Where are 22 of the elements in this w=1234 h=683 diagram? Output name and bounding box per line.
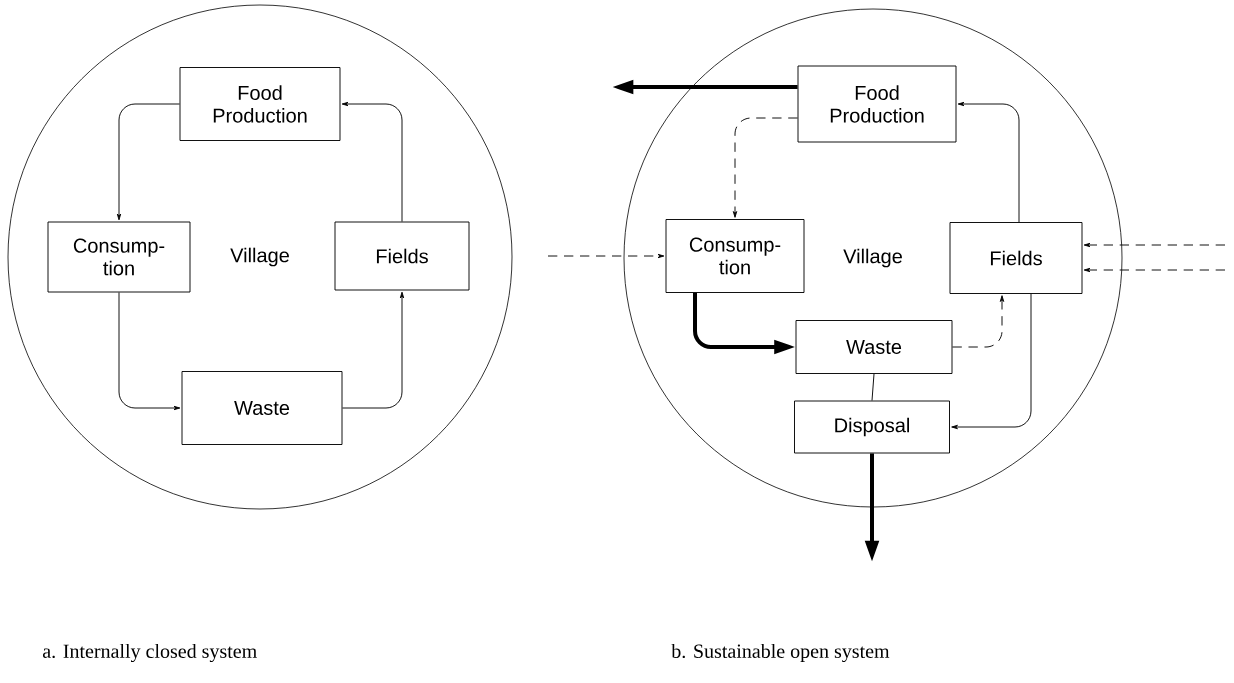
arrow <box>342 291 405 409</box>
caption: a. Internally closed system <box>43 643 257 663</box>
arrow <box>952 295 1005 348</box>
arrow <box>547 253 665 259</box>
arrow <box>116 103 180 221</box>
process-box: Fields <box>334 221 470 291</box>
process-box: Waste <box>795 320 953 374</box>
caption: b. Sustainable open system <box>671 643 890 663</box>
arrow <box>1083 267 1226 273</box>
process-box: Food Production <box>797 65 957 143</box>
arrow <box>118 292 181 411</box>
arrow <box>1083 242 1226 248</box>
process-box: Consump- tion <box>665 219 805 293</box>
process-box: Consump- tion <box>47 221 191 293</box>
arrow <box>732 117 798 218</box>
process-box: Fields <box>949 222 1083 294</box>
process-box: Food Production <box>179 67 341 141</box>
process-box: Waste <box>181 371 343 445</box>
process-box: Disposal <box>794 400 950 454</box>
arrow <box>957 101 1020 223</box>
arrow <box>341 101 403 222</box>
arrow <box>951 293 1032 430</box>
